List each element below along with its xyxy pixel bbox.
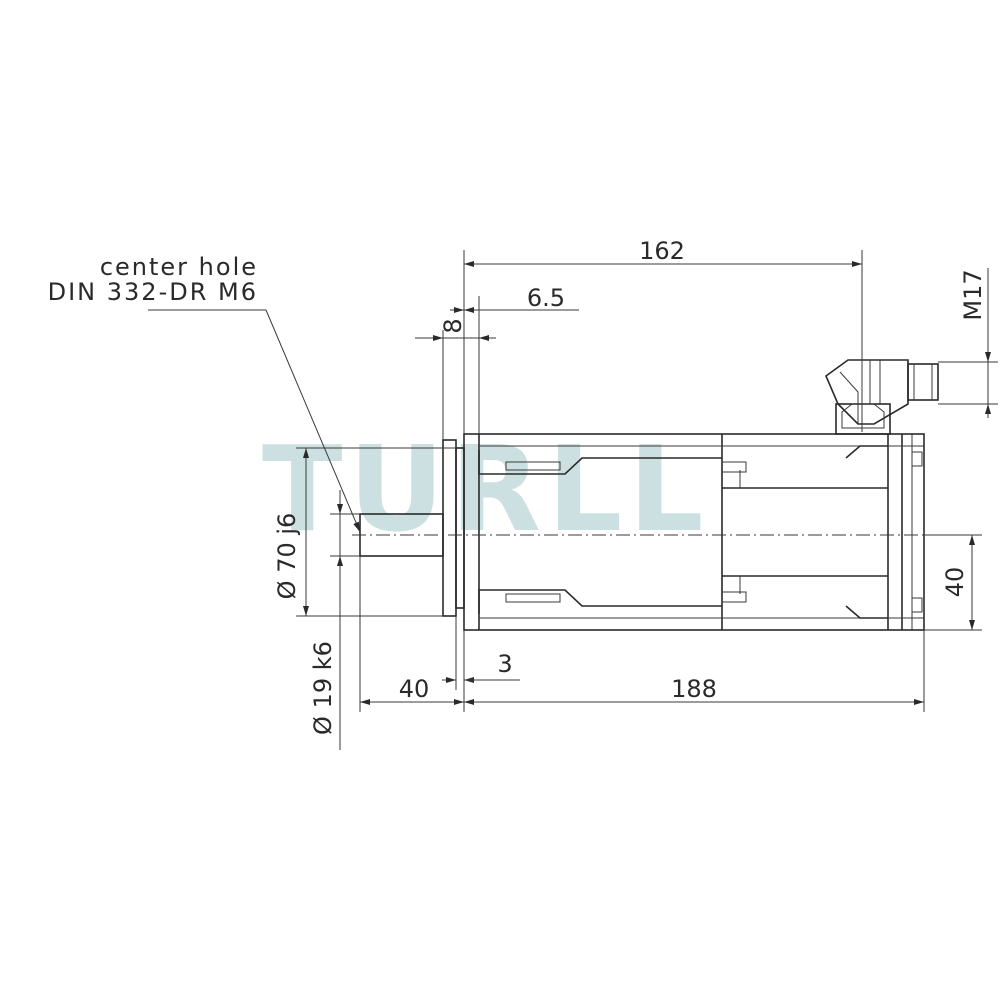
motor-outline — [359, 359, 939, 631]
dim-3-label: 3 — [497, 650, 512, 678]
center-hole-note-line1: center hole — [100, 253, 258, 281]
dim-188-label: 188 — [671, 675, 717, 703]
connector-housing — [825, 359, 909, 425]
dim-6-5-label: 6.5 — [527, 284, 565, 312]
dimension-lines — [148, 250, 998, 750]
dim-m17-label: M17 — [959, 269, 987, 320]
connector-nut — [907, 363, 939, 401]
dim-40-shaft-label: 40 — [399, 675, 430, 703]
motor-body — [463, 433, 925, 631]
center-hole-note-line2: DIN 332-DR M6 — [48, 278, 258, 306]
watermark-text: TURLL — [262, 420, 710, 558]
dim-162-label: 162 — [639, 237, 685, 265]
dim-8-label: 8 — [439, 318, 467, 333]
dim-40-axis-label: 40 — [941, 567, 969, 598]
dim-dia19-label: Ø 19 k6 — [309, 641, 337, 735]
dim-dia70-label: Ø 70 j6 — [273, 513, 301, 600]
